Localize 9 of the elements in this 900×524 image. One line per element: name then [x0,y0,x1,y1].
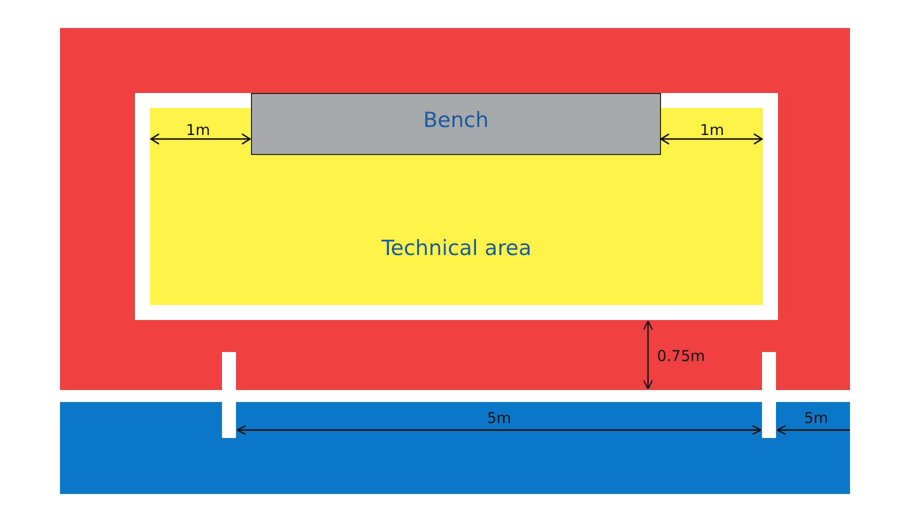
bench-box [251,93,661,155]
dimension-label: 5m [487,409,512,427]
dimension-label: 1m [186,121,210,139]
dimension-label: 1m [700,121,724,139]
technical-area [135,93,778,320]
dimension-label: 5m [804,409,828,427]
area-label: Technical area [380,236,532,260]
dimension-label: 0.75m [657,347,706,365]
area-label: Bench [422,108,490,132]
